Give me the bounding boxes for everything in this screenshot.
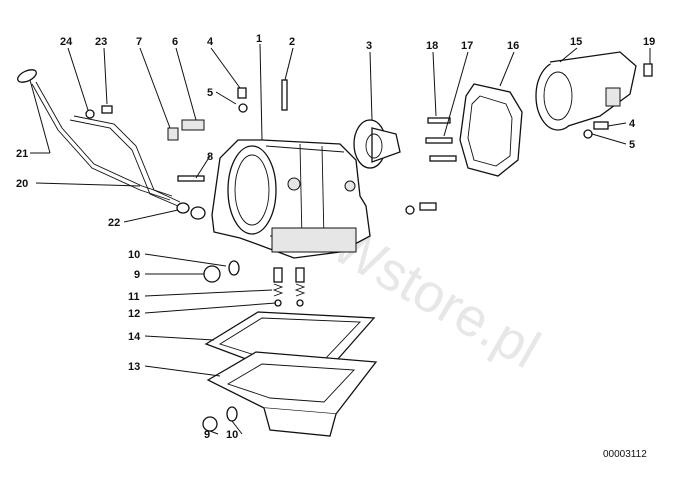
callout-9-upper: 9: [134, 269, 140, 281]
callout-14: 14: [128, 331, 141, 343]
output-flange-part: [353, 119, 401, 169]
callout-22: 22: [108, 217, 120, 229]
callout-17: 17: [461, 40, 473, 52]
callout-23: 23: [95, 36, 107, 48]
callout-20: 20: [16, 178, 28, 190]
callout-7: 7: [136, 36, 142, 48]
callout-2: 2: [289, 36, 295, 48]
callout-4-top: 4: [207, 36, 214, 48]
callout-15: 15: [570, 36, 582, 48]
callout-5-right: 5: [629, 139, 635, 151]
dipstick-part: [17, 69, 173, 201]
callout-4-right: 4: [629, 118, 636, 130]
callout-10-upper: 10: [128, 249, 140, 261]
callout-18: 18: [426, 40, 438, 52]
oil-pan-part: [206, 351, 378, 437]
reference-code: 00003112: [603, 449, 647, 460]
transmission-housing-part: [211, 139, 371, 259]
callout-16: 16: [507, 40, 519, 52]
housing-bolt-part: [281, 79, 288, 111]
flange-bolt-part: [405, 202, 437, 215]
dipstick-tube-part: [69, 115, 190, 214]
callout-21: 21: [16, 148, 28, 160]
callout-3: 3: [366, 40, 372, 52]
speedo-clip-part: [643, 63, 653, 77]
callout-10-lower: 10: [226, 429, 238, 441]
dowel-pin-part: [177, 175, 205, 182]
callout-11: 11: [128, 291, 140, 303]
callout-19: 19: [643, 36, 655, 48]
top-screw-part: [237, 87, 248, 113]
drain-plug-lower-part: [202, 406, 238, 432]
callout-5-top: 5: [207, 87, 213, 99]
callout-9-lower: 9: [204, 429, 210, 441]
seal-ring-part: [190, 206, 206, 220]
extension-gasket-part: [459, 83, 523, 177]
callout-24: 24: [60, 36, 73, 48]
pad-parts: [167, 119, 205, 141]
callout-1: 1: [256, 33, 262, 45]
callout-12: 12: [128, 308, 140, 320]
callout-6: 6: [172, 36, 178, 48]
drain-plug-upper-part: [203, 260, 240, 283]
valve-spring-parts: [272, 267, 306, 307]
stud-parts: [425, 117, 457, 162]
bracket-screw-part: [85, 105, 113, 119]
callout-8: 8: [207, 151, 213, 163]
leader-lines: [29, 43, 651, 435]
callout-13: 13: [128, 361, 140, 373]
extension-housing-part: [535, 51, 637, 131]
callout-labels: 24 23 7 6 4 1 2 3 18 17 16 15 19 5 21 8 …: [16, 33, 655, 441]
